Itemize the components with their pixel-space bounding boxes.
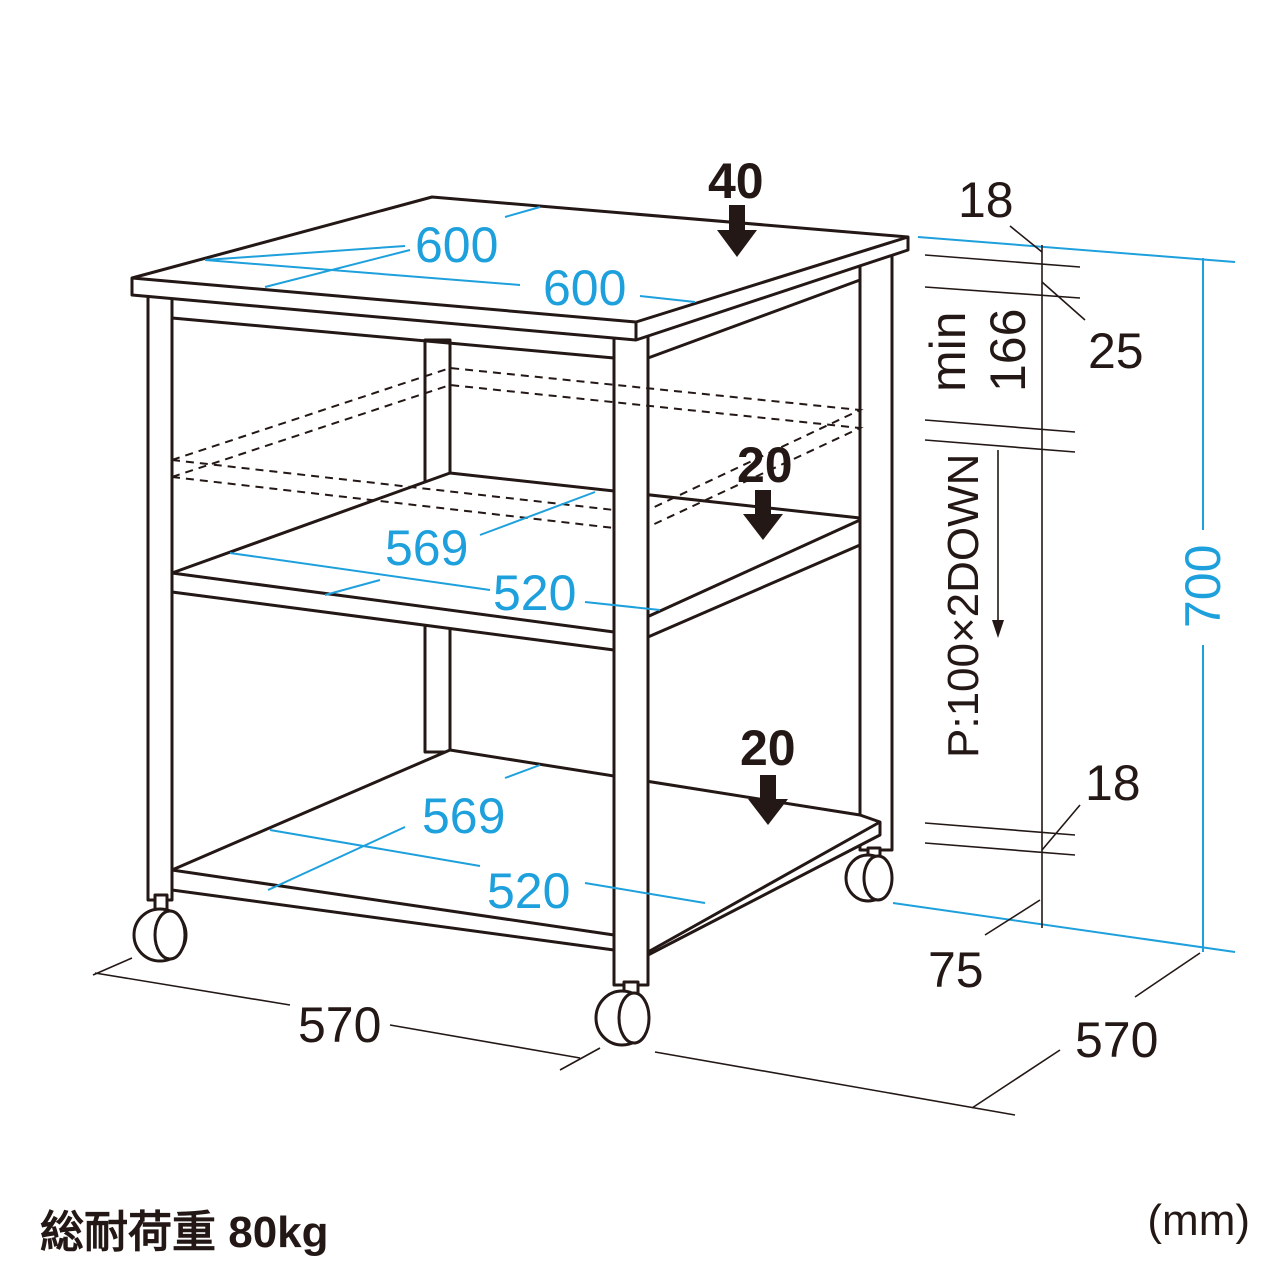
bottom-shelf-load-label: 20 xyxy=(740,720,796,776)
middle-shelf-depth-label: 520 xyxy=(493,565,576,621)
caster-icon xyxy=(132,893,188,963)
load-arrow-icon xyxy=(748,775,788,825)
middle-shelf-width-label: 569 xyxy=(385,520,468,576)
bottom-shelf xyxy=(170,748,882,957)
pitch-label: P:100×2DOWN xyxy=(939,454,988,758)
top-thickness-label: 18 xyxy=(958,172,1014,228)
caster-height-label: 75 xyxy=(928,942,984,998)
middle-shelf-load-label: 20 xyxy=(737,437,793,493)
back-right-leg xyxy=(858,248,894,852)
min-height-label: 166 xyxy=(980,309,1036,392)
shelf-thickness-label: 18 xyxy=(1085,755,1141,811)
bottom-shelf-width-label: 569 xyxy=(422,788,505,844)
front-right-leg xyxy=(612,333,650,987)
top-load-label: 40 xyxy=(708,153,764,209)
arrow-down-icon xyxy=(992,620,1004,638)
adjustable-shelf-position xyxy=(171,366,864,529)
blue-dimension-lines xyxy=(204,206,1236,953)
top-depth-label: 600 xyxy=(543,260,626,316)
total-height-label: 700 xyxy=(1175,545,1231,628)
load-arrow-icon xyxy=(717,205,757,257)
caster-icon xyxy=(594,980,651,1047)
top-width-label: 600 xyxy=(415,217,498,273)
caster-icon xyxy=(844,846,894,903)
base-width-label: 570 xyxy=(298,997,381,1053)
black-dimension-lines xyxy=(92,225,1201,1116)
gap-label: 25 xyxy=(1088,323,1144,379)
base-depth-label: 570 xyxy=(1075,1012,1158,1068)
front-left-leg xyxy=(146,288,174,902)
middle-shelf xyxy=(170,471,862,652)
min-label: min xyxy=(920,311,976,392)
load-arrow-icon xyxy=(743,490,783,540)
total-load-capacity: 総耐荷重 80kg xyxy=(40,1208,329,1257)
unit-label: (mm) xyxy=(1147,1196,1250,1245)
top-board xyxy=(130,195,910,342)
bottom-shelf-depth-label: 520 xyxy=(487,863,570,919)
